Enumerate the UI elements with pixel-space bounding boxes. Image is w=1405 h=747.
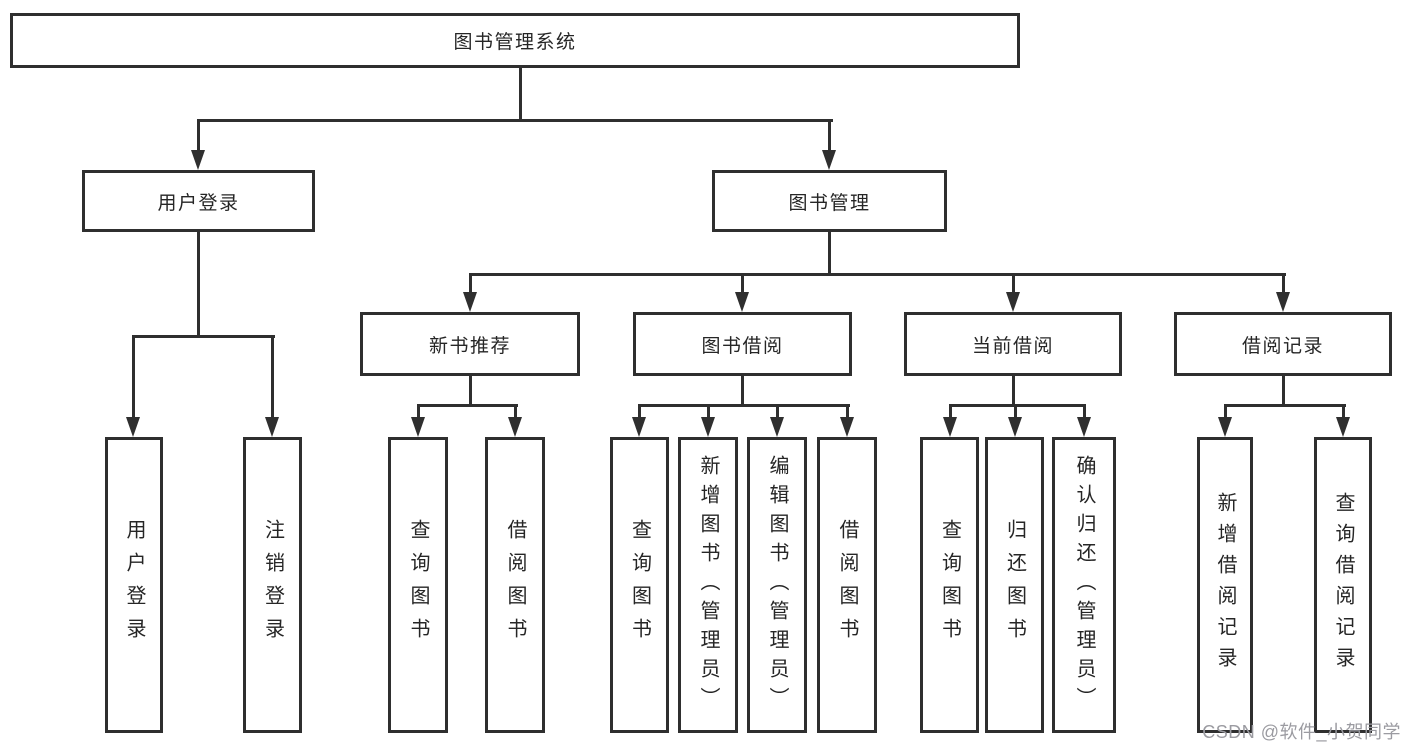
node-user-login: 用户登录 (82, 170, 315, 232)
connector-current-horizontal (949, 404, 1086, 407)
node-label: 图书借阅 (701, 335, 784, 357)
node-label: 确认归还（管理员） (1073, 454, 1095, 716)
arrowhead-down-icon (126, 417, 140, 437)
leaf-confirm-return-admin: 确认归还（管理员） (1052, 437, 1116, 733)
arrowhead-down-icon (1008, 417, 1022, 437)
leaf-borrow-books-borrowing: 借阅图书 (817, 437, 877, 733)
arrowhead-down-icon (1336, 417, 1350, 437)
arrowhead-down-icon (701, 417, 715, 437)
leaf-query-borrow-record: 查询借阅记录 (1314, 437, 1372, 733)
node-label: 编辑图书（管理员） (766, 454, 788, 716)
arrowhead-down-icon (632, 417, 646, 437)
arrowhead-down-icon (1077, 417, 1091, 437)
connector-root-vertical (519, 68, 522, 122)
connector-stub (1012, 273, 1015, 294)
arrowhead-down-icon (463, 292, 477, 312)
node-label: 用户登录 (157, 192, 240, 214)
leaf-add-book-admin: 新增图书（管理员） (678, 437, 738, 733)
connector-stub (776, 404, 779, 419)
arrowhead-down-icon (770, 417, 784, 437)
connector-stub (469, 273, 472, 294)
node-label: 归还图书 (1003, 519, 1026, 651)
arrowhead-down-icon (943, 417, 957, 437)
arrowhead-down-icon (735, 292, 749, 312)
connector-stub (1282, 273, 1285, 294)
connector-stub (417, 404, 420, 419)
connector-root-horizontal (197, 119, 833, 122)
leaf-add-borrow-record: 新增借阅记录 (1197, 437, 1253, 733)
connector-records-horizontal (1224, 404, 1346, 407)
leaf-edit-book-admin: 编辑图书（管理员） (747, 437, 807, 733)
connector-recommend-horizontal (417, 404, 518, 407)
node-book-management: 图书管理 (712, 170, 947, 232)
connector-stub (1083, 404, 1086, 419)
node-label: 借阅记录 (1241, 335, 1324, 357)
arrowhead-down-icon (840, 417, 854, 437)
leaf-query-books-current: 查询图书 (920, 437, 979, 733)
connector-user-login-horizontal (132, 335, 275, 338)
node-label: 新书推荐 (428, 335, 511, 357)
connector-stub (271, 335, 274, 418)
node-label: 借阅图书 (504, 519, 526, 651)
arrowhead-down-icon (411, 417, 425, 437)
connector-stub (197, 119, 200, 152)
node-current-borrowing: 当前借阅 (904, 312, 1122, 376)
node-label: 用户登录 (123, 519, 145, 651)
node-label: 图书管理 (788, 192, 871, 214)
connector-user-login-vertical (197, 232, 200, 338)
connector-book-management-horizontal (469, 273, 1286, 276)
arrowhead-down-icon (265, 417, 279, 437)
connector-current-vertical (1012, 376, 1015, 407)
connector-records-vertical (1282, 376, 1285, 407)
node-label: 注销登录 (261, 519, 284, 651)
connector-stub (707, 404, 710, 419)
connector-stub (1224, 404, 1227, 419)
connector-borrowing-vertical (741, 376, 744, 407)
arrowhead-down-icon (1276, 292, 1290, 312)
leaf-borrow-books-recommend: 借阅图书 (485, 437, 545, 733)
node-new-book-recommendation: 新书推荐 (360, 312, 580, 376)
connector-stub (828, 119, 831, 152)
connector-stub (741, 273, 744, 294)
node-label: 查询图书 (407, 519, 429, 651)
arrowhead-down-icon (508, 417, 522, 437)
node-library-management-system: 图书管理系统 (10, 13, 1020, 68)
leaf-logout: 注销登录 (243, 437, 302, 733)
connector-stub (1342, 404, 1345, 419)
node-label: 查询图书 (628, 519, 651, 651)
node-label: 新增图书（管理员） (697, 454, 719, 716)
arrowhead-down-icon (1218, 417, 1232, 437)
node-label: 图书管理系统 (453, 32, 577, 53)
leaf-return-books: 归还图书 (985, 437, 1044, 733)
node-label: 查询借阅记录 (1332, 492, 1354, 678)
connector-stub (638, 404, 641, 419)
connector-stub (949, 404, 952, 419)
arrowhead-down-icon (191, 150, 205, 170)
arrowhead-down-icon (822, 150, 836, 170)
node-borrowing-records: 借阅记录 (1174, 312, 1392, 376)
node-label: 借阅图书 (836, 519, 858, 651)
leaf-query-books-recommend: 查询图书 (388, 437, 448, 733)
connector-stub (1014, 404, 1017, 419)
connector-stub (132, 335, 135, 418)
node-label: 查询图书 (938, 519, 961, 651)
connector-stub (514, 404, 517, 419)
connector-stub (846, 404, 849, 419)
connector-borrowing-horizontal (638, 404, 850, 407)
connector-book-management-vertical (828, 232, 831, 276)
csdn-watermark: CSDN @软件_小贺同学 (1202, 722, 1401, 742)
leaf-query-books-borrowing: 查询图书 (610, 437, 669, 733)
node-label: 当前借阅 (971, 335, 1054, 357)
connector-recommend-vertical (469, 376, 472, 407)
leaf-user-login: 用户登录 (105, 437, 163, 733)
node-label: 新增借阅记录 (1214, 492, 1236, 678)
arrowhead-down-icon (1006, 292, 1020, 312)
node-book-borrowing: 图书借阅 (633, 312, 852, 376)
